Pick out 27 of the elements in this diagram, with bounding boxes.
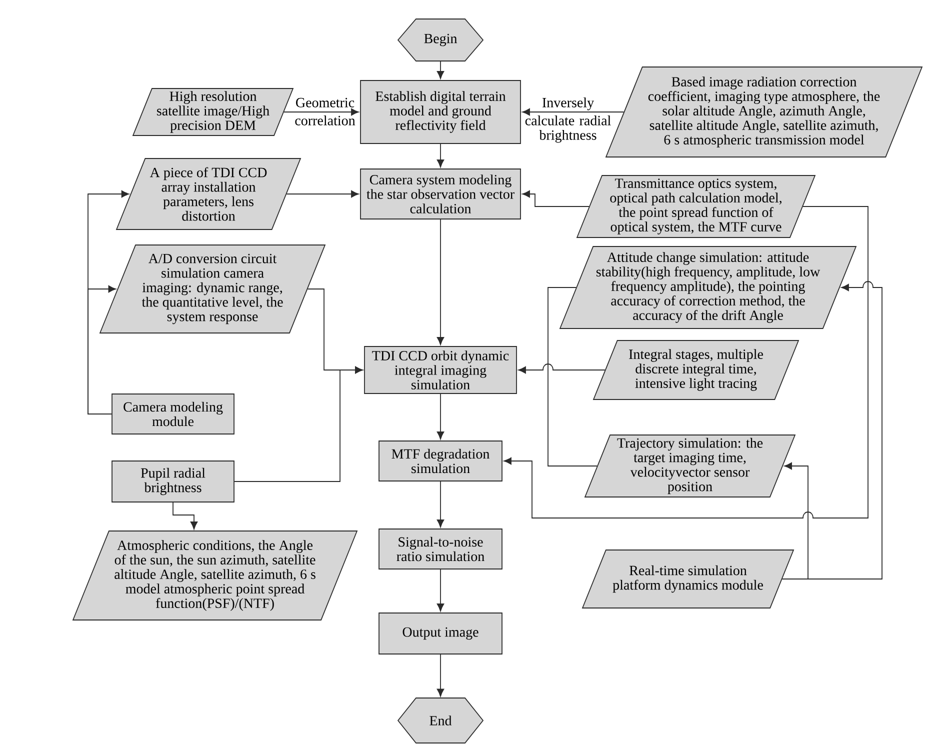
- process-box: Signal-to-noise ratio simulation: [378, 528, 502, 570]
- arrow: [436, 219, 444, 345]
- process-box: Camera system modeling the star observation vector calculation: [360, 168, 521, 220]
- process-box: Camera modeling module: [112, 394, 234, 434]
- arrow: [782, 462, 808, 580]
- connector-line: [548, 287, 598, 466]
- arrow: [436, 569, 444, 612]
- arrow: [522, 108, 624, 116]
- arrow: [436, 394, 444, 440]
- arrow: [522, 190, 590, 207]
- arrow: [436, 60, 444, 79]
- process-box: Output image: [378, 612, 502, 654]
- arrow: [286, 190, 359, 198]
- arrow: [504, 206, 868, 518]
- arrow: [436, 654, 444, 697]
- process-box: Establish digital terrain model and ground reflectivity field: [360, 80, 521, 144]
- arrow: [234, 366, 363, 482]
- arrow: [518, 364, 606, 374]
- arrow: [436, 144, 444, 168]
- process-box: MTF degradation simulation: [378, 440, 502, 482]
- arrow: [436, 481, 444, 528]
- process-box: Pupil radial brightness: [112, 460, 234, 502]
- process-box: TDI CCD orbit dynamic integral imaging simulation: [364, 346, 517, 394]
- edge-label: Geometric correlation: [295, 98, 356, 126]
- arrow: [284, 108, 359, 116]
- arrow: [88, 285, 116, 414]
- arrow: [172, 502, 198, 530]
